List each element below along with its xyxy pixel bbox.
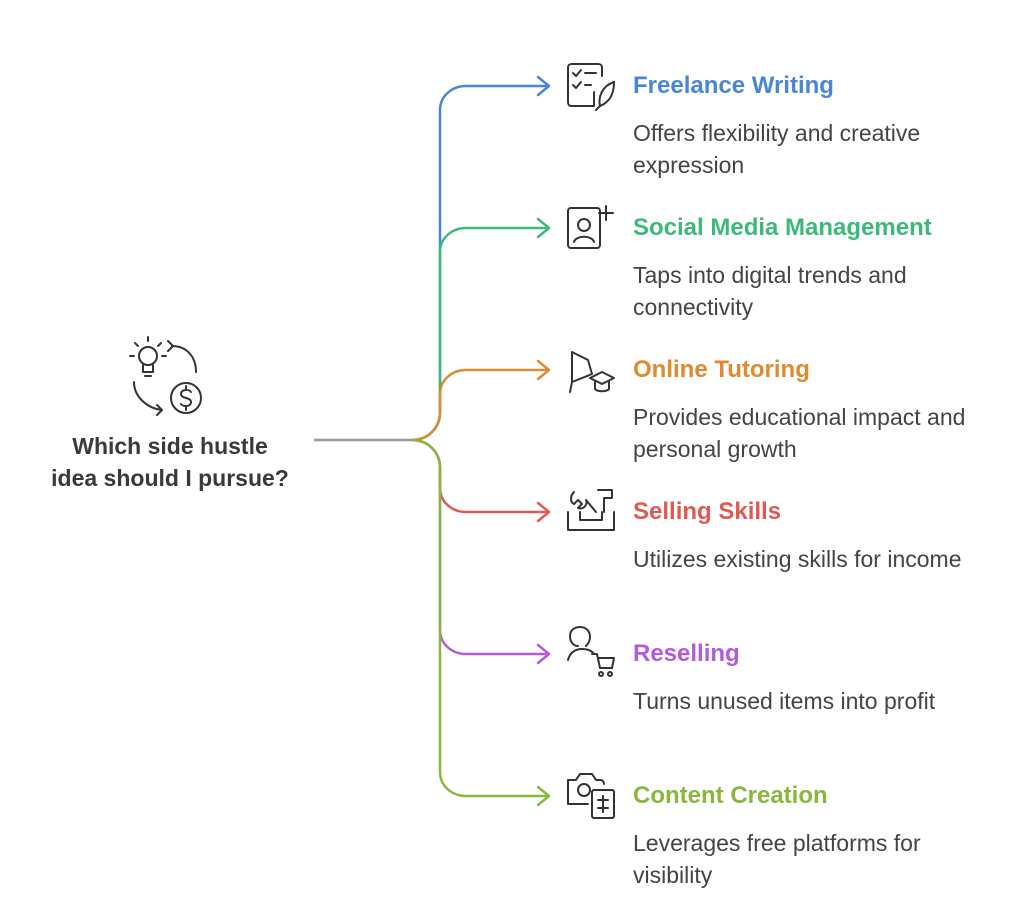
arrowhead-selling-skills (536, 501, 551, 523)
connector-content-creation (411, 438, 548, 798)
branch-title-selling-skills: Selling Skills (633, 498, 782, 525)
arrowhead-freelance-writing (536, 75, 551, 97)
person-cart-icon (567, 626, 615, 677)
profile-add-icon (567, 205, 614, 249)
branch-desc-social-media-management: Taps into digital trends and connectivit… (633, 262, 907, 320)
connector-reselling (411, 438, 548, 656)
connector-online-tutoring (411, 368, 548, 442)
branch-desc-content-creation: Leverages free platforms for visibility (633, 830, 921, 888)
connector-freelance-writing (411, 84, 548, 442)
arrowhead-social-media (536, 217, 551, 239)
branch-desc-selling-skills: Utilizes existing skills for income (633, 546, 962, 572)
branch-title-freelance-writing: Freelance Writing (633, 72, 834, 99)
branch-title-content-creation: Content Creation (633, 782, 828, 809)
branch-title-reselling: Reselling (633, 640, 740, 667)
central-question: Which side hustle idea should I pursue? (20, 430, 320, 494)
camera-document-icon (567, 773, 615, 819)
arrowhead-reselling (536, 643, 551, 665)
arrowhead-content-creation (536, 785, 551, 807)
branch-title-social-media-management: Social Media Management (633, 214, 932, 241)
branch-title-online-tutoring: Online Tutoring (633, 356, 810, 383)
branch-desc-freelance-writing: Offers flexibility and creative expressi… (633, 120, 921, 178)
pushpin-graduation-cap-icon (569, 351, 615, 393)
branch-desc-reselling: Turns unused items into profit (633, 688, 936, 714)
toolbox-icon (567, 489, 615, 531)
branch-desc-online-tutoring: Provides educational impact and personal… (633, 404, 966, 462)
connector-social-media (411, 226, 548, 442)
idea-money-cycle-icon (129, 336, 202, 416)
central-question-line-2: idea should I pursue? (51, 465, 289, 491)
checklist-pen-icon (567, 63, 615, 111)
connector-selling-skills (411, 438, 548, 514)
central-question-line-1: Which side hustle (72, 433, 268, 459)
arrowhead-online-tutoring (536, 359, 551, 381)
